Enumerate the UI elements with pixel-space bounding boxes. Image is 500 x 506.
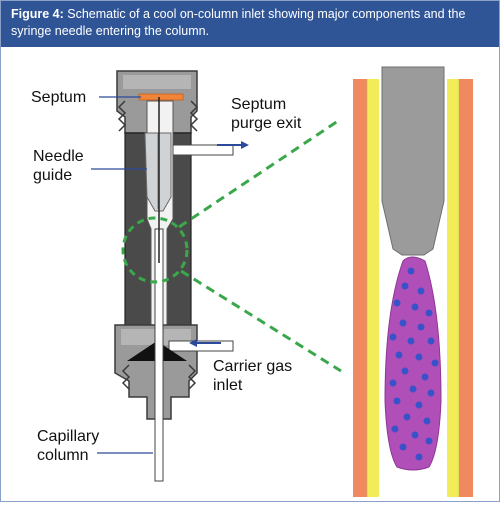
label-carrier-gas-2: inlet <box>213 377 243 394</box>
label-needle-guide-1: Needle <box>33 148 84 165</box>
label-septum-purge-1: Septum <box>231 96 286 113</box>
caption-text: Schematic of a cool on-column inlet show… <box>11 7 466 38</box>
coating-left <box>367 79 379 497</box>
column-wall-right <box>459 79 473 497</box>
inlet-assembly <box>114 70 234 482</box>
caption-label: Figure 4: <box>11 7 64 21</box>
leader-lines <box>91 96 153 454</box>
septum <box>138 93 184 101</box>
figure-caption: Figure 4: Schematic of a cool on-column … <box>1 1 499 47</box>
label-septum: Septum <box>31 89 86 106</box>
component-labels: Septum Septum purge exit Needle guide Ca… <box>31 89 302 464</box>
top-thread-right <box>189 100 199 132</box>
sample-droplets <box>389 267 439 461</box>
bottom-thread-right <box>187 364 197 390</box>
septum-purge-port <box>172 144 234 156</box>
carrier-gas-port <box>168 340 234 352</box>
needle-tip <box>381 66 445 256</box>
zoom-line-top <box>178 117 342 229</box>
label-needle-guide-2: guide <box>33 167 72 184</box>
bottom-thread-left <box>121 364 131 390</box>
label-carrier-gas-1: Carrier gas <box>213 358 292 375</box>
schematic-area: Septum Septum purge exit Needle guide Ca… <box>1 47 499 501</box>
top-thread-left <box>117 100 127 132</box>
zoom-line-bottom <box>180 269 342 373</box>
inlet-schematic: Septum Septum purge exit Needle guide Ca… <box>31 66 473 497</box>
capillary-column-tube <box>154 228 164 482</box>
magnified-column <box>353 66 473 497</box>
column-wall-left <box>353 79 367 497</box>
label-capillary-1: Capillary <box>37 428 99 445</box>
label-capillary-2: column <box>37 447 89 464</box>
coating-right <box>447 79 459 497</box>
label-septum-purge-2: purge exit <box>231 115 302 132</box>
zoom-circle <box>121 216 189 284</box>
zoom-indicator <box>121 117 342 373</box>
flow-arrows <box>189 141 249 347</box>
